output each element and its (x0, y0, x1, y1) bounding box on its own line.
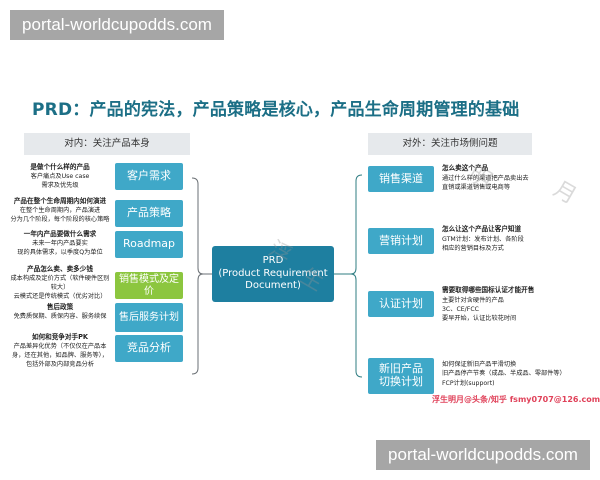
left-desc-product-strategy: 产品在整个生命周期内如何演进 在整个生命周期内，产品演进 分为几个阶段，每个阶段… (8, 197, 112, 225)
desc-line: FCP计划(support) (442, 379, 495, 387)
desc-title: 怎么卖这个产品 (442, 164, 489, 172)
watermark-banner-top: portal-worldcupodds.com (10, 10, 224, 40)
box-customer-needs: 客户需求 (115, 163, 183, 190)
left-panel-header: 对内：关注产品本身 (24, 133, 190, 155)
desc-line: 产品差异化优势（不仅仅在产品本身，还在其他，如品牌、服务等）， (12, 342, 108, 359)
desc-line: 包括外部及内部竞品分析 (25, 360, 95, 368)
prd-center-node: PRD (Product Requirement Document) (212, 246, 334, 302)
desc-title: 需要取得哪些国标认证才能开售 (442, 286, 535, 294)
desc-title: 是做个什么样的产品 (30, 163, 90, 171)
desc-line: 主要针对含硬件的产品 (442, 296, 504, 304)
desc-line: GTM计划：发布计划、各阶段 (442, 235, 524, 243)
left-desc-roadmap: 一年内产品要做什么需求 未来一年内产品要实 现的具体需求，以季度Q为单位 (8, 230, 112, 258)
desc-title: 一年内产品要做什么需求 (23, 230, 97, 238)
box-roadmap: Roadmap (115, 231, 183, 258)
desc-line: 3C、CE/FCC (442, 306, 479, 314)
right-desc-transition: 如何保证新旧产品平滑切换 旧产品停产节奏（成品、半成品、零部件等） FCP计划(… (442, 360, 592, 388)
left-desc-competitor: 如何和竞争对手PK 产品差异化优势（不仅仅在产品本身，还在其他，如品牌、服务等）… (8, 333, 112, 370)
desc-line: 成本构成及定价方式（软件硬件区别较大） (10, 274, 110, 291)
left-desc-sales-model: 产品怎么卖、卖多少钱 成本构成及定价方式（软件硬件区别较大） 云模式还是传统模式… (8, 265, 112, 302)
prd-line1: PRD (262, 255, 284, 267)
desc-line: 相应的营销目标及方式 (442, 245, 504, 253)
left-desc-after-sales: 售后政策 免费质保期、质保内容、服务续保 (8, 303, 112, 322)
box-product-strategy: 产品策略 (115, 200, 183, 227)
box-competitor-analysis: 竞品分析 (115, 335, 183, 362)
desc-line: 分为几个阶段，每个阶段的核心策略 (10, 215, 110, 223)
desc-line: 云模式还是传统模式（优劣对比） (13, 292, 107, 300)
box-after-sales-plan: 售后服务计划 (115, 303, 183, 332)
desc-line: 现的具体需求，以季度Q为单位 (17, 248, 103, 256)
page-title: PRD：产品的宪法，产品策略是核心，产品生命周期管理的基础 (32, 100, 520, 120)
right-desc-marketing-plan: 怎么让这个产品让客户知道 GTM计划：发布计划、各阶段 相应的营销目标及方式 (442, 225, 592, 253)
right-desc-sales-channel: 怎么卖这个产品 通过什么样的渠道把产品卖出去 直销或渠道销售或电商等 (442, 164, 592, 192)
box-certification-plan: 认证计划 (368, 291, 434, 317)
desc-line: 需求及优先级 (41, 181, 79, 189)
box-product-transition-plan: 新旧产品切换计划 (368, 358, 434, 394)
watermark-banner-bottom: portal-worldcupodds.com (376, 440, 590, 470)
desc-line: 免费质保期、质保内容、服务续保 (13, 312, 107, 320)
left-desc-customer-needs: 是做个什么样的产品 客户痛点及Use case 需求及优先级 (8, 163, 112, 191)
desc-line: 通过什么样的渠道把产品卖出去 (442, 174, 529, 182)
prd-line3: Document) (245, 280, 301, 292)
desc-title: 产品怎么卖、卖多少钱 (27, 265, 93, 273)
desc-title: 产品在整个生命周期内如何演进 (13, 197, 107, 205)
desc-line: 如何保证新旧产品平滑切换 (442, 361, 517, 368)
desc-title: 售后政策 (46, 303, 74, 311)
desc-line: 客户痛点及Use case (30, 172, 90, 180)
right-panel-header: 对外：关注市场侧问题 (368, 133, 532, 155)
desc-title: 怎么让这个产品让客户知道 (442, 225, 522, 233)
desc-line: 未来一年内产品要实 (32, 239, 88, 247)
box-sales-model-pricing: 销售模式及定价 (115, 272, 183, 299)
box-marketing-plan: 营销计划 (368, 228, 434, 254)
desc-line: 在整个生命周期内，产品演进 (19, 206, 101, 214)
desc-line: 旧产品停产节奏（成品、半成品、零部件等） (442, 370, 566, 378)
desc-title: 如何和竞争对手PK (31, 333, 89, 341)
desc-line: 直销或渠道销售或电商等 (442, 184, 511, 192)
box-sales-channel: 销售渠道 (368, 166, 434, 192)
desc-line: 要早开始，认证比较花时间 (442, 315, 517, 323)
author-credit: 浮生明月@头条/知乎 fsmy0707@126.com (432, 395, 600, 404)
right-desc-certification: 需要取得哪些国标认证才能开售 主要针对含硬件的产品 3C、CE/FCC 要早开始… (442, 286, 592, 324)
prd-line2: (Product Requirement (218, 267, 328, 279)
